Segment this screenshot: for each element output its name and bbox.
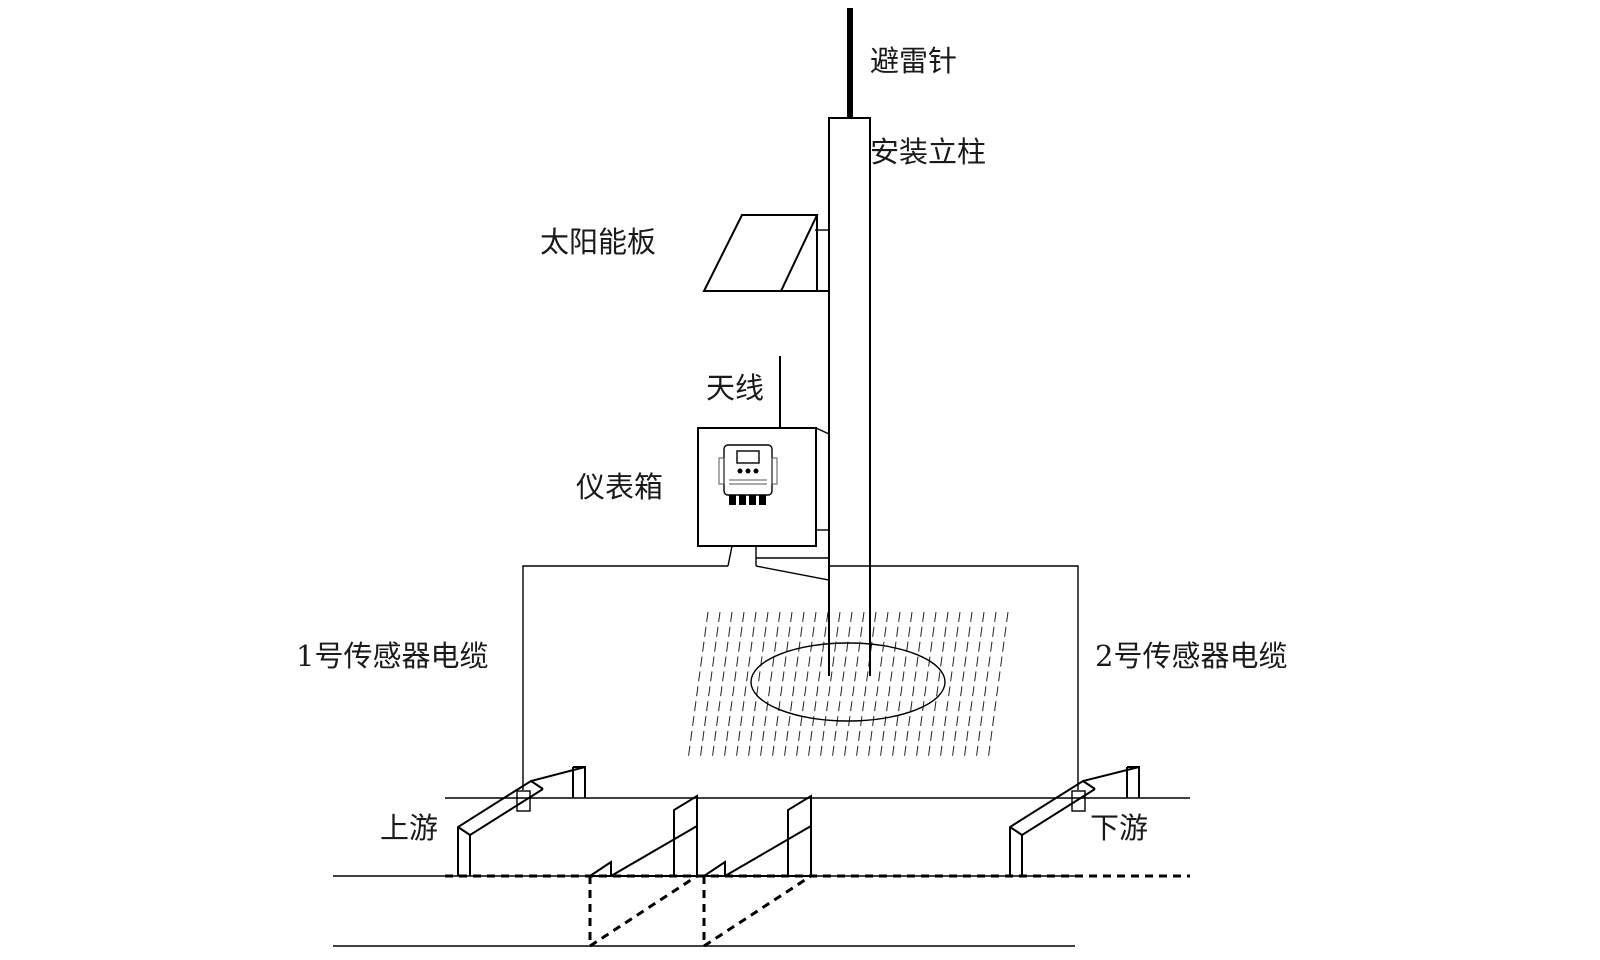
foundation-ellipse xyxy=(750,642,946,722)
hatch-line xyxy=(723,611,745,761)
hatch-line xyxy=(795,611,817,761)
sensor-cable-1 xyxy=(522,565,728,790)
label-mounting-pole: 安装立柱 xyxy=(870,135,986,169)
hatch-line xyxy=(891,611,913,761)
hatch-line xyxy=(903,611,925,761)
label-sensor-cable-2: 2号传感器电缆 xyxy=(1095,639,1287,673)
solar-panel xyxy=(702,214,829,292)
label-antenna: 天线 xyxy=(706,371,764,405)
hatch-line xyxy=(879,611,901,761)
hatch-line xyxy=(783,611,805,761)
downstream-sensor-frame xyxy=(1009,766,1140,876)
hatch-line xyxy=(927,611,949,761)
instrument-box xyxy=(697,427,830,581)
meter-device xyxy=(718,444,778,505)
hatch-line xyxy=(699,611,721,761)
hatch-line xyxy=(747,611,769,761)
mounting-pole xyxy=(828,117,871,676)
label-downstream: 下游 xyxy=(1090,811,1148,845)
foundation-hatching xyxy=(687,611,1009,761)
hatch-line xyxy=(987,611,1009,761)
label-lightning-rod: 避雷针 xyxy=(870,44,957,78)
hatch-line xyxy=(843,611,865,761)
hatch-line xyxy=(855,611,877,761)
hatch-line xyxy=(711,611,733,761)
hatch-line xyxy=(915,611,937,761)
hatch-line xyxy=(867,611,889,761)
label-instrument-box: 仪表箱 xyxy=(576,470,663,504)
hatch-line xyxy=(939,611,961,761)
upstream-sensor-frame xyxy=(457,766,586,876)
label-upstream: 上游 xyxy=(380,811,438,845)
hatch-line xyxy=(951,611,973,761)
label-solar-panel: 太阳能板 xyxy=(540,225,656,259)
hatch-line xyxy=(819,611,841,761)
hatch-line xyxy=(735,611,757,761)
hatch-line xyxy=(759,611,781,761)
sensor-cable-2 xyxy=(829,565,1079,790)
channel xyxy=(333,797,1190,947)
hatch-line xyxy=(963,611,985,761)
hatch-line xyxy=(771,611,793,761)
label-sensor-cable-1: 1号传感器电缆 xyxy=(296,639,488,673)
hatch-line xyxy=(975,611,997,761)
hatch-line xyxy=(807,611,829,761)
hatch-line xyxy=(831,611,853,761)
hatch-line xyxy=(687,611,709,761)
channel-section xyxy=(588,794,812,949)
